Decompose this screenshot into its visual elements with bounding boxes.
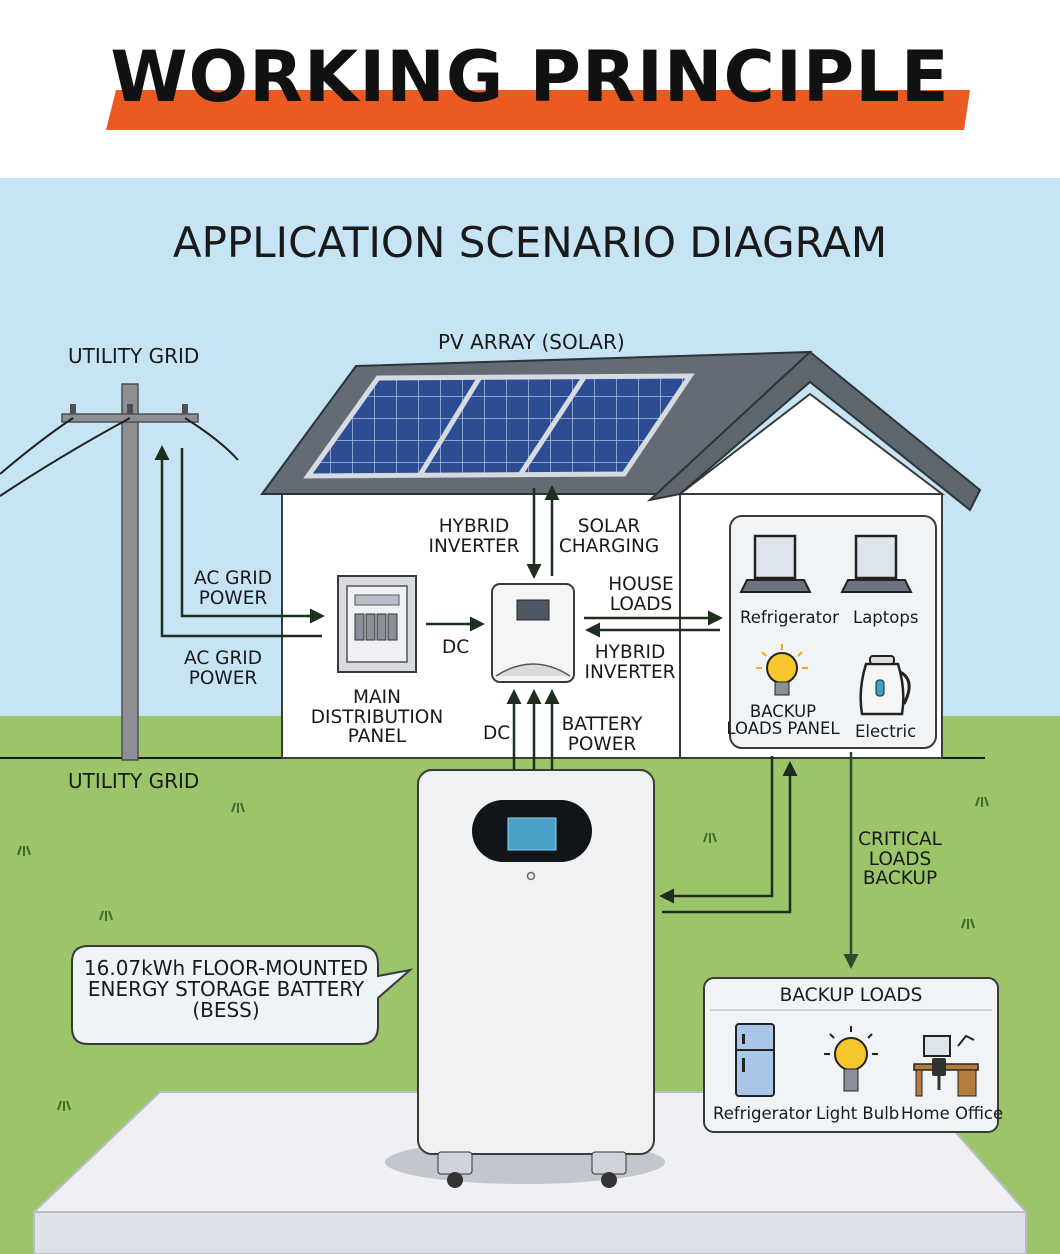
backup-loads-item-refrigerator: Refrigerator — [713, 1104, 812, 1123]
backup-loads-item-home-office: Home Office — [901, 1104, 1004, 1123]
backup-loads-panel-box — [729, 515, 937, 749]
arrow-grid-ac-2 — [154, 445, 322, 638]
house-loads-label: HOUSE LOADS — [608, 574, 674, 615]
battery-power-label: BATTERY POWER — [561, 714, 643, 755]
dc-label-1: DC — [442, 637, 470, 658]
ac-grid-power-label-1: AC GRID POWER — [193, 568, 273, 609]
main-distribution-panel-label: MAIN DISTRIBUTION PANEL — [310, 687, 444, 748]
pv-array-label: PV ARRAY (SOLAR) — [438, 330, 625, 354]
backup-loads-panel-title: BACKUP LOADS PANEL — [726, 702, 840, 739]
solar-array — [303, 373, 695, 479]
loads-panel-item-electric: Electric — [855, 722, 917, 741]
backup-loads-title: BACKUP LOADS — [779, 985, 923, 1006]
loads-panel-item-refrigerator: Refrigerator — [740, 608, 839, 627]
arrow-grid-ac-1 — [180, 448, 325, 624]
battery-unit — [385, 769, 665, 1188]
page-title: WORKING PRINCIPLE — [110, 36, 950, 118]
diagram-subtitle: APPLICATION SCENARIO DIAGRAM — [172, 218, 888, 267]
backup-loads-box — [703, 977, 999, 1133]
grass-tufts — [17, 796, 989, 1111]
hybrid-inverter-box — [491, 583, 575, 683]
title-banner — [106, 90, 970, 130]
ac-grid-power-label-2: AC GRID POWER — [183, 648, 263, 689]
backup-loads-item-light-bulb: Light Bulb — [816, 1104, 900, 1123]
hybrid-inverter-top-label: HYBRID INVERTER — [428, 516, 520, 557]
dc-label-2: DC — [483, 723, 511, 744]
loads-panel-item-laptops: Laptops — [853, 608, 919, 627]
arrow-panel-to-battery — [659, 756, 774, 904]
battery-callout-text: 16.07kWh FLOOR-MOUNTED ENERGY STORAGE BA… — [83, 956, 369, 1023]
hybrid-inverter-right-label: HYBRID INVERTER — [584, 642, 676, 683]
utility-grid-top-label: UTILITY GRID — [68, 344, 200, 368]
critical-loads-backup-label: CRITICAL LOADS BACKUP — [858, 829, 942, 890]
arrow-battery-to-panel — [662, 761, 798, 914]
main-distribution-panel-box — [337, 575, 417, 673]
flow-arrows — [154, 445, 798, 914]
utility-pole — [0, 383, 239, 761]
utility-grid-bottom-label: UTILITY GRID — [68, 769, 200, 793]
battery-callout-bubble — [71, 945, 414, 1045]
solar-charging-label: SOLAR CHARGING — [558, 516, 660, 557]
